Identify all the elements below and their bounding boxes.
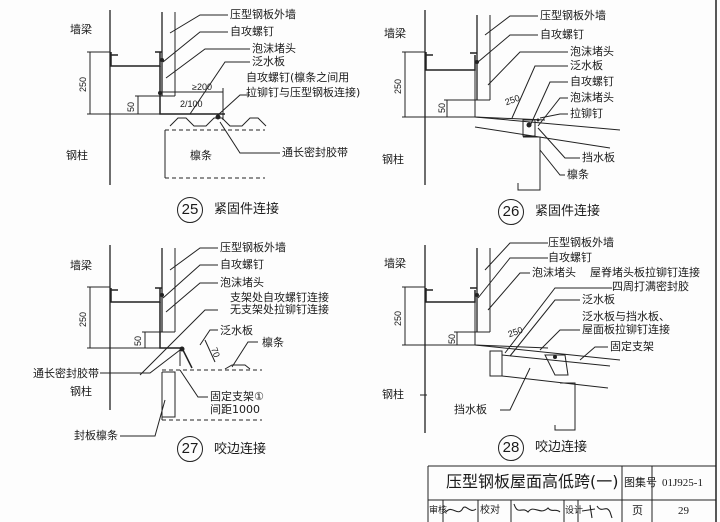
label-screw-note-2: 拉铆钉与压型钢板连接) xyxy=(246,86,361,99)
label-steel-column: 钢柱 xyxy=(66,149,88,162)
dim-height: 250 xyxy=(393,78,403,94)
detail-caption: 咬边连接 xyxy=(214,442,267,457)
detail-number-badge: 28 xyxy=(498,435,524,461)
label-flashing: 泛水板 xyxy=(582,293,615,306)
sheet-title: 压型钢板屋面高低跨(一) xyxy=(446,472,619,491)
label-self-tapping-screw: 自攻螺钉 xyxy=(230,25,274,38)
check-label: 校对 xyxy=(480,505,500,516)
label-spacing: 间距1000 xyxy=(210,403,260,416)
dim-overlap: ≥200 xyxy=(192,82,212,92)
dim-height: 250 xyxy=(393,310,403,326)
signatures xyxy=(445,503,613,519)
dim-gap: 50 xyxy=(447,333,457,344)
label-foam-plug-2: 泡沫堵头 xyxy=(570,91,614,104)
label-screw-note-1: 自攻螺钉(檩条之间用 xyxy=(246,71,350,84)
label-outer-wall: 压型钢板外墙 xyxy=(220,241,286,254)
detail-28-drawing xyxy=(402,242,621,433)
label-outer-wall: 压型钢板外墙 xyxy=(540,9,606,22)
detail-number-badge: 27 xyxy=(177,436,203,462)
label-flashing: 泛水板 xyxy=(220,324,253,337)
detail-caption: 紧固件连接 xyxy=(214,202,280,217)
dim-height: 250 xyxy=(78,76,88,92)
label-fixed-bracket: 固定支架① xyxy=(210,390,264,403)
dim-height: 250 xyxy=(78,311,88,327)
label-wall-beam: 墙梁 xyxy=(70,23,92,36)
detail-27-drawing xyxy=(87,245,262,437)
label-steel-column: 钢柱 xyxy=(70,385,92,398)
label-flashing-note-2: 屋面板拉铆钉连接 xyxy=(582,323,670,336)
atlas-number: 01J925-1 xyxy=(662,477,703,489)
label-wall-beam: 墙梁 xyxy=(384,257,406,270)
review-label: 审核 xyxy=(429,506,448,516)
label-self-tapping-screw-2: 自攻螺钉 xyxy=(570,75,614,88)
detail-26-drawing xyxy=(402,10,621,191)
label-ridge-note-1: 屋脊堵头板拉铆钉连接 xyxy=(590,266,700,279)
label-bracket-note-2: 无支架处拉铆钉连接 xyxy=(230,303,329,316)
atlas-label: 图集号 xyxy=(624,476,657,489)
label-foam-plug: 泡沫堵头 xyxy=(220,276,264,289)
label-foam-plug: 泡沫堵头 xyxy=(252,42,296,55)
detail-caption: 咬边连接 xyxy=(535,440,588,455)
label-fixed-bracket: 固定支架 xyxy=(610,340,654,353)
detail-caption: 紧固件连接 xyxy=(535,204,601,219)
dim-slope: 2/100 xyxy=(180,99,203,109)
dim-gap: 50 xyxy=(133,335,143,346)
title-block-lines xyxy=(427,465,716,522)
label-foam-plug: 泡沫堵头 xyxy=(570,45,614,58)
label-outer-wall: 压型钢板外墙 xyxy=(230,8,296,21)
label-water-stop: 挡水板 xyxy=(454,403,487,416)
label-ridge-note-2: 四周打满密封胶 xyxy=(612,280,689,293)
label-sealing-tape: 通长密封胶带 xyxy=(282,146,348,159)
label-sealing-tape: 通长密封胶带 xyxy=(33,367,99,380)
detail-number-badge: 25 xyxy=(177,197,203,223)
label-purlin: 檩条 xyxy=(190,149,212,162)
label-wall-beam: 墙梁 xyxy=(70,259,92,272)
label-self-tapping-screw: 自攻螺钉 xyxy=(540,28,584,41)
label-bracket-note-1: 支架处自攻螺钉连接 xyxy=(230,291,329,304)
label-self-tapping-screw: 自攻螺钉 xyxy=(548,251,592,264)
label-flashing: 泛水板 xyxy=(252,55,285,68)
dim-gap: 50 xyxy=(437,102,447,113)
label-wall-beam: 墙梁 xyxy=(384,27,406,40)
label-purlin: 檩条 xyxy=(567,168,589,181)
label-steel-column: 钢柱 xyxy=(382,388,404,401)
label-foam-plug: 泡沫堵头 xyxy=(532,266,576,279)
label-rivet: 拉铆钉 xyxy=(570,107,603,120)
label-flashing: 泛水板 xyxy=(570,59,603,72)
label-water-stop: 挡水板 xyxy=(582,151,615,164)
label-steel-column: 钢柱 xyxy=(382,153,404,166)
label-self-tapping-screw: 自攻螺钉 xyxy=(220,258,264,271)
page-label: 页 xyxy=(632,504,643,517)
label-outer-wall: 压型钢板外墙 xyxy=(548,236,614,249)
dim-gap: 50 xyxy=(126,101,136,112)
label-closure-purlin: 封板檩条 xyxy=(74,429,118,442)
detail-25-drawing xyxy=(87,10,280,185)
label-purlin: 檩条 xyxy=(262,336,284,349)
page-number: 29 xyxy=(678,505,689,517)
detail-number-badge: 26 xyxy=(498,199,524,225)
design-label: 设计 xyxy=(565,506,584,516)
label-flashing-note-1: 泛水板与挡水板、 xyxy=(582,310,670,323)
